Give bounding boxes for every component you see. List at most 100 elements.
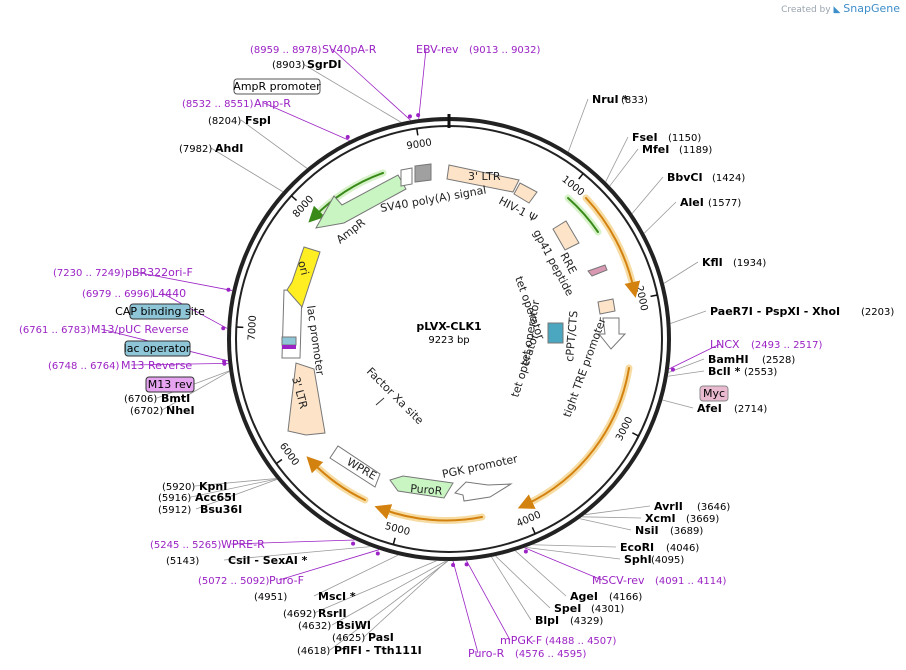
tick-label-5000: 5000 (384, 521, 411, 538)
site-pos-sphi: (4095) (651, 555, 684, 566)
feature-ampr (315, 174, 407, 229)
snapgene-brand: Created by ◣ SnapGene (781, 2, 900, 15)
site-name-afei: AfeI (697, 402, 722, 415)
tick-mark-2000 (650, 294, 658, 298)
site-pos-nhei: (6702) (130, 406, 163, 417)
site-name-csii: CsiI - SexAI * (228, 554, 308, 567)
feature-wpre (329, 445, 381, 488)
feature-ori (286, 246, 321, 308)
site-name-nhei: NheI (166, 404, 195, 417)
primer-name-l4440: L4440 (152, 287, 186, 300)
text-ampr-promoter: AmpR promoter (233, 80, 321, 93)
primer-name-puro-f: Puro-F (269, 574, 304, 587)
primer-mark-m13-reverse (222, 361, 227, 366)
primer-range-ebv-rev: (9013 .. 9032) (469, 45, 541, 56)
feature-rre (552, 220, 580, 251)
feature-3-ltr-bottom (287, 362, 326, 436)
site-line-paer7i (670, 310, 707, 324)
orf-arc-3-line (374, 504, 483, 522)
primer-line-wpre-r (230, 539, 355, 545)
site-name-bbvci: BbvCI (667, 171, 703, 184)
tick-label-1000: 1000 (559, 174, 586, 199)
primer-name-amp-r: Amp-R (254, 97, 291, 110)
primer-range-pbr322ori-f: (7230 .. 7249) (53, 268, 125, 279)
box-ampr-promoter (233, 78, 321, 95)
site-line-xcmi (581, 516, 642, 519)
tick-mark-3000 (632, 432, 639, 437)
label-hiv-psi: HIV-1 Ψ (497, 194, 540, 225)
tick-label-9000: 9000 (406, 137, 433, 152)
site-name-avrii: AvrII (654, 500, 683, 513)
orf-arc-5-line (308, 172, 384, 223)
primer-mark-puro-f (375, 551, 380, 556)
primer-line-ebv-rev (418, 48, 427, 120)
site-line-mfei (609, 148, 639, 187)
site-pos-bsu36i: (5912) (158, 505, 191, 516)
tick-mark-8000 (290, 195, 298, 202)
primer-name-m13-puc-reverse: M13/pUC Reverse (91, 323, 189, 336)
site-pos-xcmi: (3669) (686, 514, 719, 525)
site-pos-sgrdi: (8903) (272, 60, 305, 71)
primer-range-l4440: (6979 .. 6996) (82, 289, 154, 300)
primer-mark-wpre-r (351, 541, 356, 546)
box-cap-binding (129, 303, 191, 320)
site-name-paer7i: PaeR7I - PspXI - XhoI (710, 305, 840, 318)
tick-label-7000: 7000 (247, 315, 259, 341)
site-pos-fsei: (1150) (668, 133, 701, 144)
primer-mark-sv40pa-r (407, 114, 412, 119)
site-line-bsiwi (331, 560, 447, 626)
feature-factor-xa (375, 397, 385, 406)
site-name-blpi: BlpI (535, 614, 559, 627)
site-name-sphi: SphI (624, 553, 652, 566)
orf-arc-2-line (517, 367, 630, 509)
text-cap-binding: CAP binding site (115, 305, 205, 318)
tick-label-3000: 3000 (614, 415, 635, 443)
feature-tight-tre (597, 317, 627, 350)
tick-label-6000: 6000 (277, 441, 301, 468)
site-line-fsei (605, 136, 629, 182)
site-labels-layer: NruI *(833)FseI(1150)MfeI(1189)BbvCI(142… (19, 43, 894, 660)
site-pos-avrii: (3646) (697, 502, 730, 513)
label-factor-xa: Factor Xa site (364, 365, 426, 427)
site-line-agei (515, 550, 567, 597)
site-name-sgrdi: SgrDI (307, 58, 341, 71)
site-line-alei (643, 201, 677, 234)
tick-mark-1000 (578, 173, 584, 180)
site-pos-pflfi: (4618) (297, 646, 330, 657)
site-lines-layer (100, 48, 721, 654)
site-line-acc65i (190, 478, 277, 498)
feature-lac-operator (281, 336, 297, 346)
site-line-csii (223, 546, 371, 561)
label-puror: PuroR (410, 482, 443, 498)
text-m13-rev: M13 rev (148, 378, 193, 391)
site-pos-nsii: (3689) (670, 526, 703, 537)
tick-label-4000: 4000 (515, 509, 543, 529)
site-name-pasi: PasI (368, 631, 394, 644)
primer-mark-mscv-rev (523, 549, 528, 554)
orf-arc-6-line (567, 197, 599, 233)
primer-range-wpre-r: (5245 .. 5265) (150, 540, 222, 551)
site-name-spei: SpeI (554, 602, 581, 615)
tick-mark-9000 (416, 128, 419, 136)
site-line-ecori (532, 544, 617, 548)
site-name-fspi: FspI (245, 114, 271, 127)
site-line-sgrdi (302, 63, 402, 123)
primer-name-ebv-rev: EBV-rev (416, 43, 459, 56)
site-line-avrii (584, 505, 651, 516)
site-pos-rsrii: (4692) (283, 609, 316, 620)
primer-line-pbr322ori-f (134, 271, 233, 291)
primer-mark-puro-r (451, 562, 456, 567)
site-line-pasi (363, 560, 448, 638)
feature-small-box (400, 167, 413, 187)
site-name-bcli: BclI * (708, 365, 741, 378)
primer-name-lncx: LNCX (710, 338, 740, 351)
site-line-blpi (491, 556, 532, 621)
primer-name-wpre-r: WPRE-R (221, 538, 265, 551)
feature-pgk-promoter (454, 481, 513, 502)
site-line-msci (313, 554, 399, 597)
primer-line-puro-r (452, 560, 479, 654)
site-name-fsei: FseI (632, 131, 658, 144)
primer-line-m13-reverse (130, 362, 229, 366)
site-line-nrui (567, 98, 589, 152)
site-name-xcmi: XcmI (645, 512, 676, 525)
